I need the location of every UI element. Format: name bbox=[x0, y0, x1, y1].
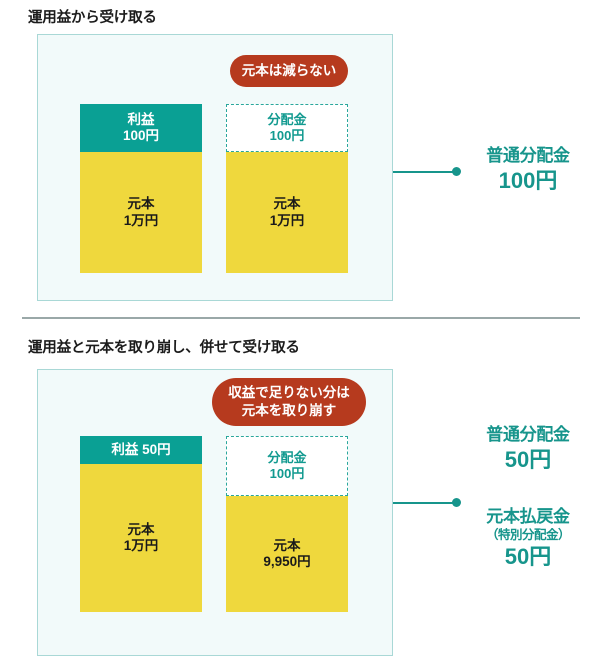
connector-line-top bbox=[393, 171, 455, 173]
payout-box-top-line2: 100円 bbox=[269, 128, 305, 143]
result-principal-refund-bottom: 元本払戻金 （特別分配金） 50円 bbox=[463, 506, 593, 571]
payout-box-top-line1: 分配金 bbox=[267, 111, 307, 127]
section-title-bottom: 運用益と元本を取り崩し、併せて受け取る bbox=[28, 340, 300, 356]
callout-badge-top-line1: 元本は減らない bbox=[241, 63, 337, 79]
result-subtitle-refund-bottom: （特別分配金） bbox=[485, 527, 571, 542]
result-ordinary-distribution-bottom: 普通分配金 50円 bbox=[463, 424, 593, 473]
principal-bar-top-right-line1: 元本 bbox=[273, 196, 301, 212]
payout-box-bottom-line1: 分配金 bbox=[267, 449, 307, 465]
result-value-refund-bottom: 50円 bbox=[504, 544, 552, 569]
connector-dot-top bbox=[452, 167, 461, 176]
principal-bar-bottom-right-line2: 9,950円 bbox=[263, 554, 311, 569]
result-title-top: 普通分配金 bbox=[486, 146, 570, 165]
principal-bar-bottom-right-line1: 元本 bbox=[273, 537, 301, 553]
section-title-top: 運用益から受け取る bbox=[28, 10, 157, 26]
principal-bar-bottom-left-line1: 元本 bbox=[127, 521, 155, 537]
principal-bar-top-right: 元本 1万円 bbox=[226, 152, 348, 273]
callout-badge-bottom-line2: 元本を取り崩す bbox=[241, 403, 337, 418]
principal-bar-bottom-left-line2: 1万円 bbox=[123, 538, 159, 553]
connector-dot-bottom bbox=[452, 498, 461, 507]
principal-bar-top-left-line1: 元本 bbox=[127, 196, 155, 212]
payout-box-top: 分配金 100円 bbox=[226, 104, 348, 152]
connector-line-bottom bbox=[393, 502, 455, 504]
payout-box-bottom-line2: 100円 bbox=[269, 466, 305, 481]
principal-bar-bottom-right: 元本 9,950円 bbox=[226, 496, 348, 612]
principal-bar-top-left-line2: 1万円 bbox=[123, 212, 159, 228]
section-ordinary-distribution: 運用益から受け取る 利益 100円 元本 1万円 分配金 100円 元本 1万円… bbox=[0, 0, 602, 318]
principal-bar-top-left: 元本 1万円 bbox=[80, 152, 202, 273]
callout-badge-top: 元本は減らない bbox=[230, 55, 348, 87]
principal-bar-top-right-line2: 1万円 bbox=[269, 212, 305, 228]
result-title-ordinary-bottom: 普通分配金 bbox=[486, 425, 570, 444]
profit-bar-bottom-line1: 利益 50円 bbox=[111, 441, 171, 457]
section-divider bbox=[22, 317, 580, 319]
section-principal-refund: 運用益と元本を取り崩し、併せて受け取る 利益 50円 元本 1万円 分配金 10… bbox=[0, 318, 602, 656]
callout-badge-bottom: 収益で足りない分は 元本を取り崩す bbox=[212, 378, 366, 426]
profit-bar-top: 利益 100円 bbox=[80, 104, 202, 152]
result-value-top: 100円 bbox=[498, 167, 558, 193]
profit-bar-top-line2: 100円 bbox=[122, 128, 160, 143]
result-ordinary-distribution-top: 普通分配金 100円 bbox=[463, 145, 593, 194]
result-title-refund-bottom: 元本払戻金 bbox=[486, 507, 570, 526]
result-value-ordinary-bottom: 50円 bbox=[504, 446, 552, 472]
profit-bar-bottom: 利益 50円 bbox=[80, 436, 202, 464]
principal-bar-bottom-left: 元本 1万円 bbox=[80, 464, 202, 612]
profit-bar-top-line1: 利益 bbox=[127, 111, 155, 127]
callout-badge-bottom-line1: 収益で足りない分は bbox=[228, 385, 350, 401]
payout-box-bottom: 分配金 100円 bbox=[226, 436, 348, 496]
